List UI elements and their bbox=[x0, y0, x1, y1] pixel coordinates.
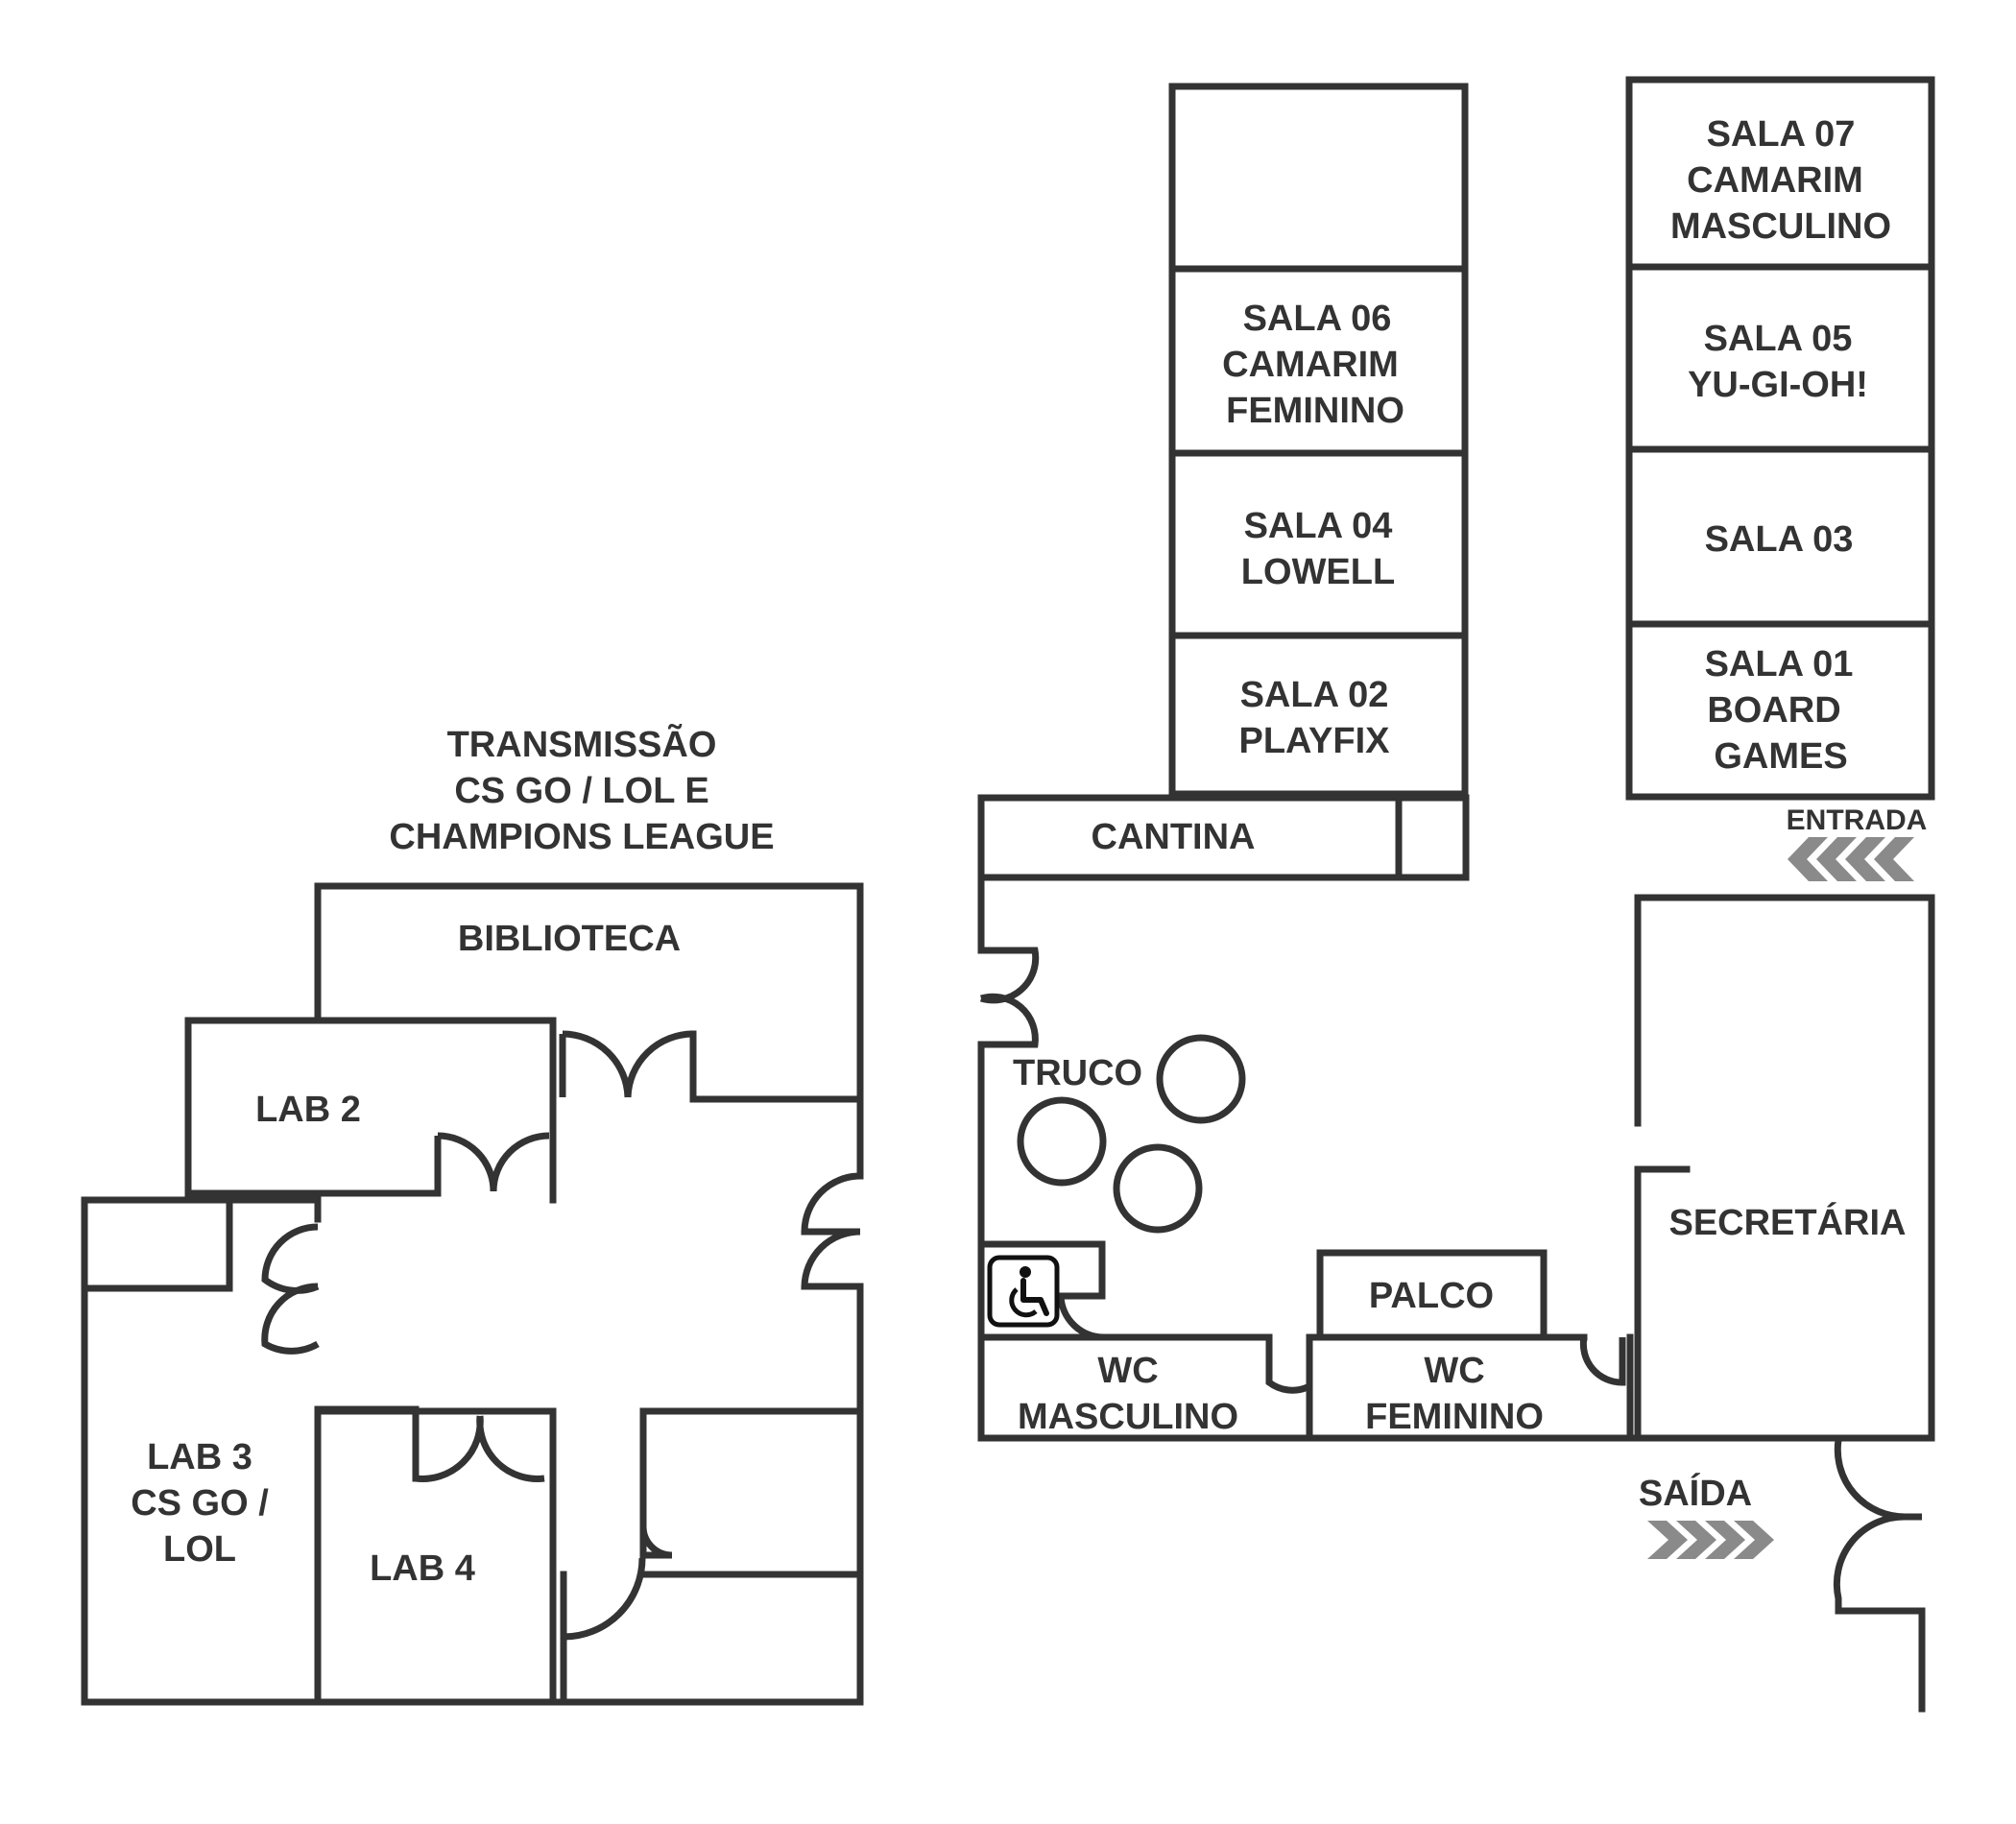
accessible-stall-door[interactable] bbox=[1057, 1295, 1105, 1341]
wc-masculino-label-line-2: MASCULINO bbox=[1018, 1397, 1238, 1437]
sala06-label-line-2: CAMARIM bbox=[1222, 345, 1399, 385]
sala02-label-line-1: SALA 02 bbox=[1240, 675, 1389, 715]
lab3-label-line-3: LOL bbox=[163, 1529, 236, 1570]
east-door[interactable] bbox=[801, 1172, 861, 1290]
sala01-label-line-2: BOARD bbox=[1707, 690, 1840, 731]
secretaria-outer-wall bbox=[1634, 894, 1935, 1442]
truco-label: TRUCO bbox=[1013, 1053, 1142, 1093]
lab3-door[interactable] bbox=[261, 1223, 320, 1355]
broadcast-label-line-2: CS GO / LOL E bbox=[454, 771, 708, 811]
lab4-wall bbox=[314, 1405, 420, 1482]
lab3-label-line-2: CS GO / bbox=[131, 1483, 269, 1524]
sala05-label-line-1: SALA 05 bbox=[1704, 319, 1853, 359]
wc-feminino-label-line-2: FEMININO bbox=[1365, 1397, 1544, 1437]
wheelchair-icon bbox=[987, 1255, 1060, 1328]
sala02-room bbox=[1168, 632, 1469, 798]
entrada-arrows-icon bbox=[1788, 837, 1914, 881]
sala06-label-line-3: FEMININO bbox=[1226, 391, 1404, 431]
corridor-door[interactable] bbox=[563, 1557, 646, 1641]
truco-table bbox=[1113, 1143, 1203, 1234]
sala07-label-line-1: SALA 07 bbox=[1707, 114, 1856, 155]
lab4-door[interactable] bbox=[415, 1415, 545, 1482]
sala04-label-line-2: LOWELL bbox=[1241, 552, 1395, 592]
lab3-label-line-1: LAB 3 bbox=[147, 1437, 252, 1477]
wc-feminino-door[interactable] bbox=[1579, 1336, 1626, 1386]
broadcast-label-line-1: TRANSMISSÃO bbox=[447, 723, 717, 765]
saida-door[interactable] bbox=[1833, 1439, 1922, 1615]
palco-label: PALCO bbox=[1369, 1276, 1494, 1316]
wc-feminino-label-line-1: WC bbox=[1424, 1351, 1484, 1391]
biblioteca-label: BIBLIOTECA bbox=[458, 919, 681, 959]
biblioteca-door[interactable] bbox=[559, 1030, 694, 1098]
sala07-label-line-2: CAMARIM bbox=[1687, 160, 1863, 201]
lab4-label: LAB 4 bbox=[370, 1548, 475, 1589]
wc-masculino-label-line-1: WC bbox=[1097, 1351, 1158, 1391]
lab2-door[interactable] bbox=[434, 1132, 550, 1193]
palco-stage bbox=[1316, 1249, 1548, 1341]
wc-masculino-door[interactable] bbox=[1265, 1337, 1309, 1394]
cantina-label: CANTINA bbox=[1092, 817, 1256, 857]
sala01-room bbox=[1625, 620, 1935, 801]
saida-label: SAÍDA bbox=[1639, 1472, 1752, 1514]
right-room-wall bbox=[639, 1407, 864, 1559]
right-room-door[interactable] bbox=[639, 1525, 673, 1559]
middle-room-column bbox=[1168, 83, 1469, 798]
secretaria-wall bbox=[1634, 1165, 1691, 1442]
lab2-label: LAB 2 bbox=[255, 1090, 361, 1130]
cantina-room bbox=[977, 794, 1470, 881]
truco-table bbox=[1017, 1096, 1107, 1187]
sala05-label-line-2: YU-GI-OH! bbox=[1688, 365, 1868, 405]
sala04-label-line-1: SALA 04 bbox=[1244, 506, 1393, 546]
broadcast-label-line-3: CHAMPIONS LEAGUE bbox=[389, 817, 774, 857]
biblioteca-wall bbox=[314, 882, 864, 1103]
sala01-label-line-1: SALA 01 bbox=[1705, 644, 1854, 684]
secretaria-label: SECRETÁRIA bbox=[1668, 1201, 1906, 1243]
small-closet-wall bbox=[81, 1196, 233, 1292]
hall-left-door[interactable] bbox=[979, 947, 1040, 1048]
left-building bbox=[81, 882, 864, 1706]
lab2-wall bbox=[184, 1017, 557, 1204]
accessible-stall bbox=[977, 1240, 1106, 1300]
truco-table bbox=[1156, 1034, 1246, 1124]
saida-arrows-icon bbox=[1647, 1521, 1774, 1559]
sala07-label-line-3: MASCULINO bbox=[1670, 206, 1891, 247]
main-hall bbox=[977, 874, 1935, 1713]
right-room-column bbox=[1625, 76, 1935, 801]
sala01-label-line-3: GAMES bbox=[1714, 736, 1847, 777]
left-outer-wall bbox=[81, 1196, 864, 1706]
sala02-label-line-2: PLAYFIX bbox=[1239, 721, 1391, 761]
sala03-label: SALA 03 bbox=[1705, 519, 1854, 560]
broadcast-label: TRANSMISSÃO CS GO / LOL E CHAMPIONS LEAG… bbox=[389, 722, 776, 858]
entrada-label: ENTRADA bbox=[1787, 804, 1928, 836]
unlabeled-room bbox=[1168, 83, 1469, 273]
sala06-label-line-1: SALA 06 bbox=[1243, 299, 1392, 339]
